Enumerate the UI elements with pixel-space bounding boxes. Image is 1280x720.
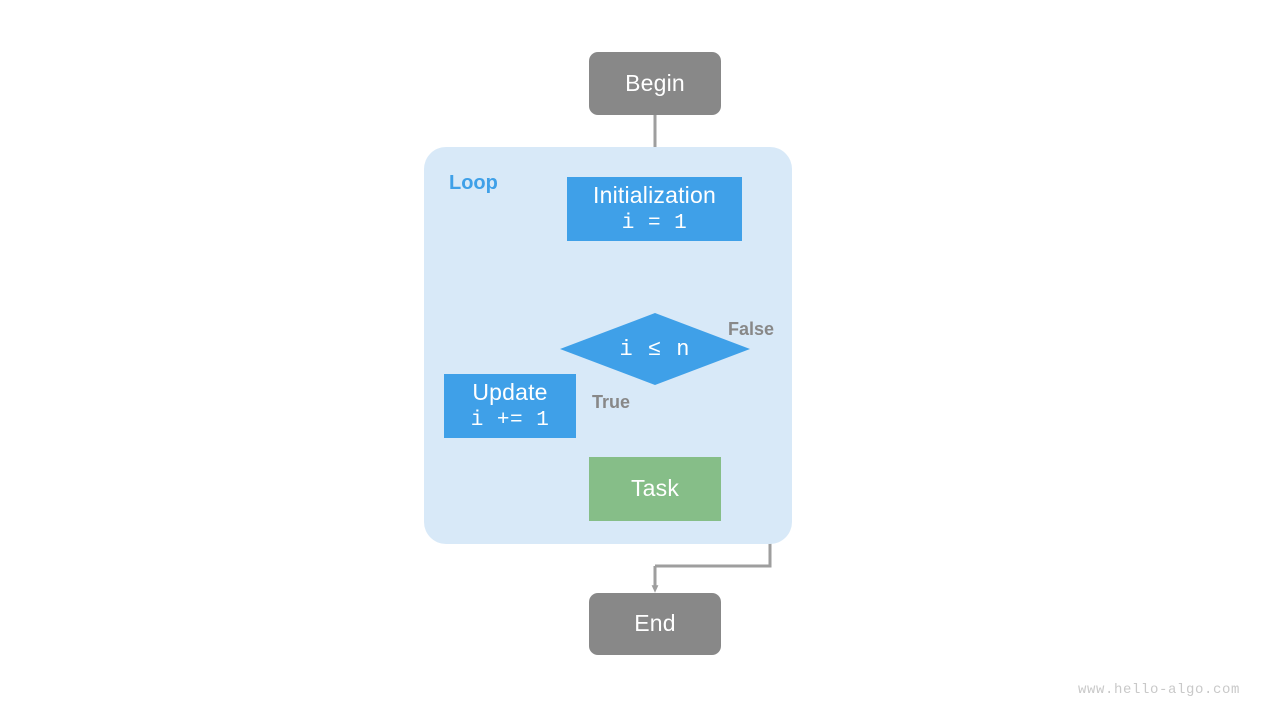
node-condition-label: i ≤ n [619, 336, 691, 362]
node-initialization-label: Initialization [593, 181, 716, 208]
node-task[interactable]: Task [589, 457, 721, 521]
node-task-label: Task [630, 475, 680, 502]
loop-container-label: Loop [449, 172, 498, 194]
node-begin[interactable]: Begin [589, 52, 721, 115]
edge-label-true: True [592, 392, 631, 412]
node-end-label: End [634, 610, 676, 637]
node-end[interactable]: End [589, 593, 721, 655]
node-initialization-detail: i = 1 [621, 211, 688, 235]
node-condition[interactable]: i ≤ n [560, 313, 750, 385]
diamond-shape [560, 313, 750, 385]
node-update[interactable]: Update i += 1 [444, 374, 576, 438]
node-update-label: Update [472, 378, 548, 405]
node-update-detail: i += 1 [470, 408, 550, 432]
watermark: www.hello-algo.com [1077, 682, 1240, 698]
node-initialization[interactable]: Initialization i = 1 [567, 177, 742, 241]
edge-label-false: False [728, 319, 775, 339]
node-begin-label: Begin [625, 69, 685, 96]
